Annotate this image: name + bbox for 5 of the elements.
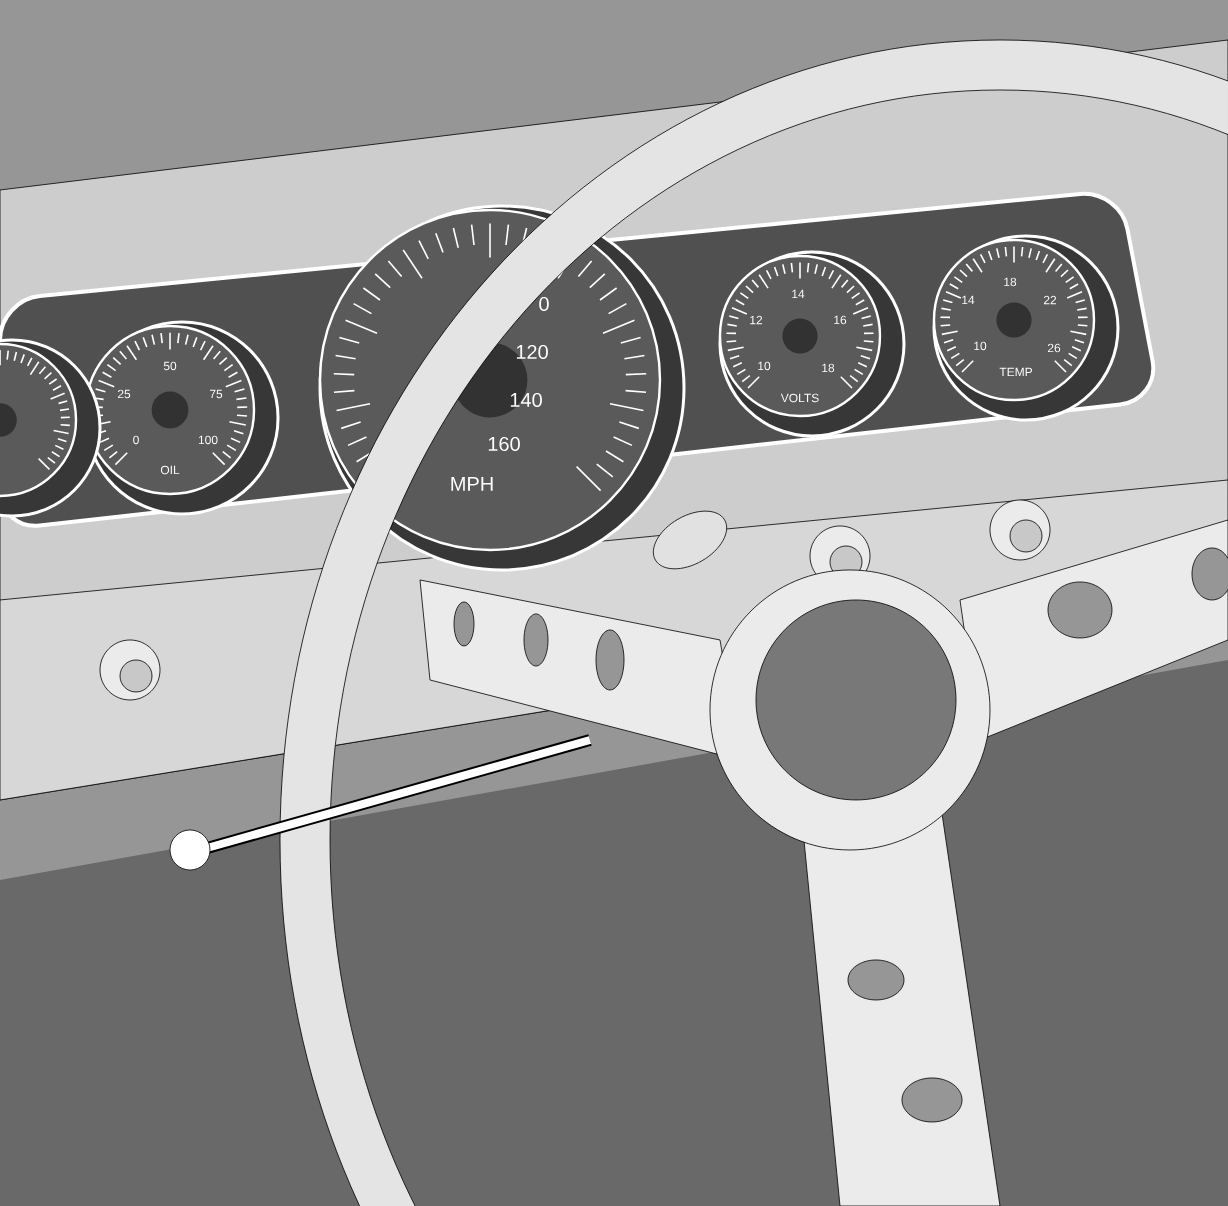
gauge-number: 160 [488, 436, 520, 452]
gauge-number: 120 [516, 344, 548, 360]
gauge-number: 0 [539, 296, 549, 312]
gauge-label: MPH [451, 477, 493, 491]
gauge-number: 140 [510, 392, 542, 408]
